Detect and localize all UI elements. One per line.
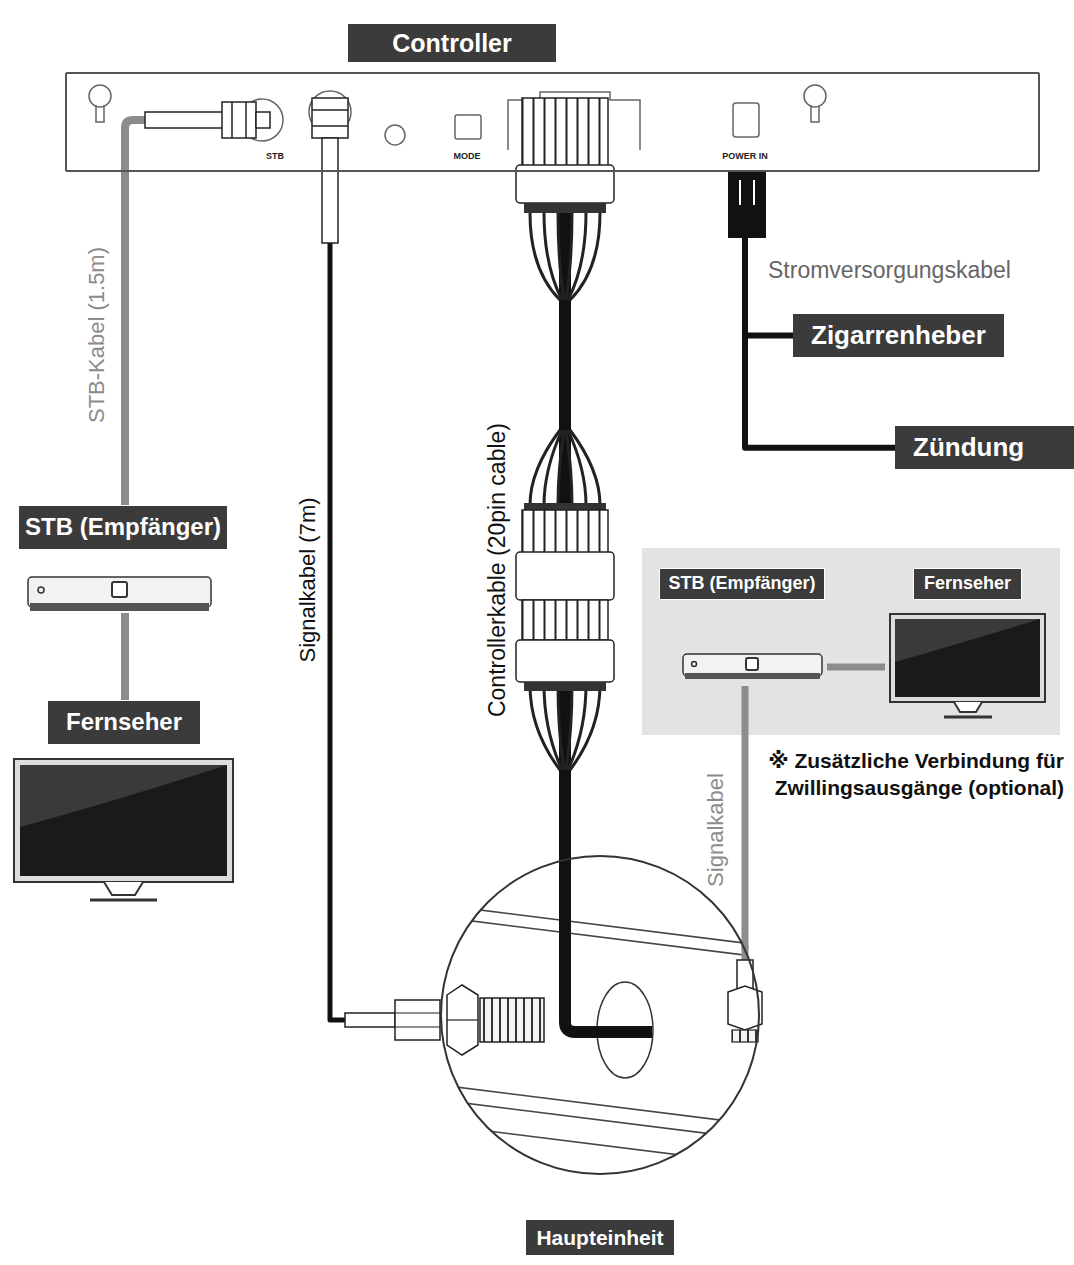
power-source-box: Zündung — [895, 426, 1074, 469]
heading-label: STB (Empfänger) — [18, 505, 228, 550]
receiver-box: STB (Empfänger) — [15, 505, 232, 613]
receiver-icon — [27, 575, 213, 615]
heading-label: STB (Empfänger) — [659, 568, 824, 600]
controller-housing: Controller — [65, 72, 1040, 172]
heading-label: Fernseher — [913, 568, 1022, 600]
pin-connector-middle — [516, 430, 614, 770]
cable-label: Signalkabel (7m) — [295, 495, 320, 664]
cable-line — [742, 686, 749, 950]
cable-line — [827, 664, 885, 671]
optional-panel — [642, 548, 1060, 735]
cable-line — [330, 172, 441, 1020]
tv-icon — [12, 757, 236, 905]
power-source-box: Zigarrenheber — [793, 314, 1004, 357]
port-label: STB — [266, 151, 284, 161]
heading-label: Fernseher — [47, 700, 201, 745]
box-label: Zigarrenheber — [811, 320, 986, 350]
controller-details — [89, 85, 826, 150]
tv-box: Fernseher — [885, 568, 1050, 723]
note-text: ※ Zusätzliche Verbindung für Zwillingsau… — [754, 747, 1064, 802]
port-label: MODE — [454, 151, 481, 161]
tv-icon — [888, 612, 1048, 724]
box-label: Zündung — [913, 432, 1024, 462]
cable-label: Stromversorgungskabel — [768, 257, 1011, 284]
cable-label: Signalkabel — [703, 771, 728, 889]
cable-line — [121, 172, 129, 505]
pin-connector-top — [516, 98, 614, 300]
node-layer: Controller STB (Empfänger) FernseherZiga… — [0, 0, 211, 86]
main-unit-circle — [440, 855, 760, 1175]
main-unit-circle: Haupteinheit — [440, 855, 760, 1175]
heading-label: Controller — [348, 24, 555, 62]
cable-label: STB-Kabel (1.5m) — [84, 245, 109, 425]
heading-label: Haupteinheit — [526, 1220, 673, 1255]
cable-label: Controllerkable (20pin cable) — [484, 421, 510, 719]
receiver-box: STB (Empfänger) — [657, 568, 827, 686]
tv-box: Fernseher — [12, 700, 236, 905]
cable-line — [121, 613, 129, 700]
receiver-icon — [682, 652, 824, 682]
stb-plug — [125, 102, 270, 172]
cable-line — [745, 172, 895, 448]
power-plug — [728, 172, 766, 238]
port-label: POWER IN — [722, 151, 768, 161]
